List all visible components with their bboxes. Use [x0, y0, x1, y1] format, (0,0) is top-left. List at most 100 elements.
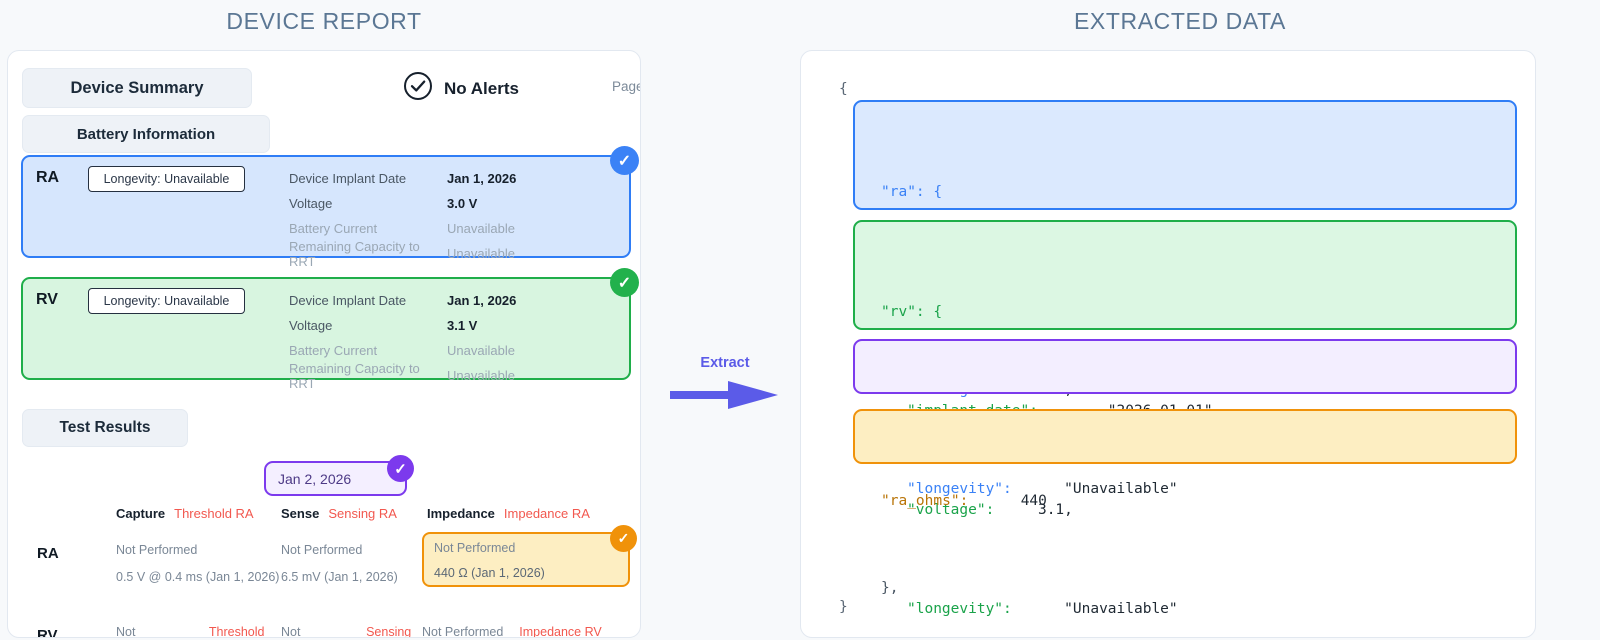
json-value-voltage-rv: 3.1,	[1037, 502, 1073, 518]
impedance-detail-ra: 440 Ω (Jan 1, 2026)	[434, 566, 545, 580]
check-badge-icon-ra: ✓	[610, 146, 639, 175]
kv-value: Unavailable	[447, 221, 515, 236]
results-column-headers: Capture Threshold RA Sense Sensing RA Im…	[116, 506, 636, 521]
impedance-highlight-box-ra[interactable]: Not Performed 440 Ω (Jan 1, 2026) ✓	[422, 525, 637, 587]
threshold-rv-annotation: Threshold RV	[208, 625, 265, 638]
results-rv-status-line: Not Performed Threshold RV Not Performed…	[116, 625, 602, 638]
capture-label: Capture	[116, 506, 166, 521]
test-results-button[interactable]: Test Results	[22, 409, 188, 447]
chamber-code-ra: RA	[36, 169, 60, 186]
sense-status-rv: Not Performed	[281, 625, 301, 638]
kv-value: Unavailable	[447, 343, 515, 358]
impedance-label: Impedance	[427, 506, 495, 521]
extract-annotation: Extract	[660, 355, 790, 411]
sense-status-ra: Not Performed	[281, 543, 363, 557]
results-row-rv: RV Not Performed Threshold RV Not Perfor…	[8, 621, 640, 638]
alerts-status: No Alerts	[403, 71, 519, 106]
kv-row: Remaining Capacity to RRT Unavailable	[289, 238, 589, 269]
results-cell-sense-ra: Not Performed 6.5 mV (Jan 1, 2026)	[281, 543, 398, 584]
json-value-ra-ohms: 440	[1020, 493, 1047, 509]
results-header-impedance: Impedance Impedance RA	[427, 506, 590, 521]
battery-information-button[interactable]: Battery Information	[22, 115, 270, 153]
json-key-ra-ohms: "ra_ohms":	[881, 493, 969, 509]
results-cell-capture-ra: Not Performed 0.5 V @ 0.4 ms (Jan 1, 202…	[116, 543, 279, 584]
kv-row: Voltage 3.1 V	[289, 313, 589, 338]
impedance-rv-annotation: Impedance RV	[519, 625, 602, 638]
json-key-ra: "ra": {	[881, 184, 943, 200]
kv-value: Unavailable	[447, 368, 515, 383]
capture-status-rv: Not Performed	[116, 625, 136, 638]
sensing-rv-annotation: Sensing RV	[366, 625, 412, 638]
device-summary-button[interactable]: Device Summary	[22, 68, 252, 108]
json-brace-open: {	[839, 81, 848, 97]
kv-value: 3.0 V	[447, 196, 478, 211]
json-line: "voltage": 3.1,	[855, 494, 1515, 527]
chamber-card-ra[interactable]: RA Longevity: Unavailable Device Implant…	[21, 146, 639, 269]
json-brace-close: }	[839, 599, 848, 615]
json-line: },	[855, 572, 1515, 605]
capture-status-ra: Not Performed	[116, 543, 198, 557]
kv-key: Voltage	[289, 196, 333, 211]
kv-row: Remaining Capacity to RRT Unavailable	[289, 360, 589, 391]
json-value-longevity-ra: "Unavailable"	[1064, 481, 1178, 497]
check-circle-outline-icon	[403, 71, 433, 106]
kv-row: Battery Current Unavailable	[289, 216, 589, 241]
kv-value: Unavailable	[447, 246, 515, 261]
kv-value: Jan 1, 2026	[447, 293, 517, 308]
kv-value: Jan 1, 2026	[447, 171, 517, 186]
extracted-data-title: EXTRACTED DATA	[1073, 8, 1286, 34]
impedance-ra-annotation: Impedance RA	[503, 506, 590, 521]
longevity-box-ra: Longevity: Unavailable	[88, 166, 245, 192]
extracted-data-panel: { "ra": { "implant_date": "2026-01-01", …	[800, 50, 1536, 638]
json-key-longevity-ra: "longevity":	[907, 481, 1012, 497]
kv-key: Remaining Capacity to RRT	[289, 238, 420, 269]
kv-value: 3.1 V	[447, 318, 478, 333]
extract-label: Extract	[700, 355, 750, 371]
sense-label: Sense	[281, 506, 320, 521]
json-value-longevity-rv: "Unavailable"	[1064, 601, 1178, 617]
arrow-right-icon	[670, 381, 778, 409]
json-line: "rv": {	[855, 296, 1515, 329]
results-row-code-rv: RV	[37, 627, 58, 638]
results-row-code-ra: RA	[37, 545, 59, 562]
chamber-card-rv[interactable]: RV Longevity: Unavailable Device Implant…	[21, 268, 639, 391]
kv-row: Voltage 3.0 V	[289, 191, 589, 216]
sense-detail-ra: 6.5 mV (Jan 1, 2026)	[281, 570, 398, 584]
kv-row: Device Implant Date Jan 1, 2026	[289, 166, 589, 191]
threshold-ra-annotation: Threshold RA	[174, 506, 254, 521]
kv-key: Voltage	[289, 318, 333, 333]
json-line: "longevity": "Unavailable"	[855, 593, 1515, 626]
results-header-sense: Sense Sensing RA	[281, 506, 427, 521]
device-report-title: DEVICE REPORT	[226, 8, 422, 34]
json-line: "ra": {	[855, 176, 1515, 209]
no-alerts-label: No Alerts	[444, 78, 519, 98]
kv-row: Battery Current Unavailable	[289, 338, 589, 363]
kv-row: Device Implant Date Jan 1, 2026	[289, 288, 589, 313]
capture-detail-ra: 0.5 V @ 0.4 ms (Jan 1, 2026)	[116, 570, 280, 584]
device-report-panel: Device Summary Battery Information No Al…	[7, 50, 641, 638]
sensing-ra-annotation: Sensing RA	[328, 506, 397, 521]
json-close-ra: },	[881, 580, 899, 596]
results-cell-sense-rv: Not Performed Sensing RV	[281, 625, 422, 638]
kv-key: Device Implant Date	[289, 171, 407, 186]
longevity-box-rv: Longevity: Unavailable	[88, 288, 245, 314]
chamber-code-rv: RV	[36, 291, 58, 308]
kv-key: Device Implant Date	[289, 293, 407, 308]
json-line: "ra_ohms": 440	[855, 485, 1515, 518]
battery-kv-table-rv: Device Implant Date Jan 1, 2026 Voltage …	[289, 288, 589, 391]
results-row-ra: RA Not Performed 0.5 V @ 0.4 ms (Jan 1, …	[8, 539, 640, 599]
check-badge-icon-impedance: ✓	[610, 525, 637, 552]
kv-key: Battery Current	[289, 221, 378, 236]
page-indicator: Page 1 of 1	[612, 79, 641, 94]
results-cell-impedance-rv: Not Performed Impedance RV	[422, 625, 602, 638]
json-block-rv: "rv": { "implant_date": "2026-01-01", "v…	[853, 220, 1517, 617]
test-date-label: Jan 2, 2026	[278, 470, 352, 487]
impedance-status-rv: Not Performed	[422, 625, 504, 638]
battery-kv-table-ra: Device Implant Date Jan 1, 2026 Voltage …	[289, 166, 589, 269]
kv-key: Remaining Capacity to RRT	[289, 360, 420, 391]
json-block-ra: "ra": { "implant_date": "2026-01-01", "v…	[853, 100, 1517, 596]
kv-key: Battery Current	[289, 343, 378, 358]
json-line: "longevity": "Unavailable"	[855, 473, 1515, 506]
test-date-badge[interactable]: Jan 2, 2026 ✓	[264, 455, 414, 496]
